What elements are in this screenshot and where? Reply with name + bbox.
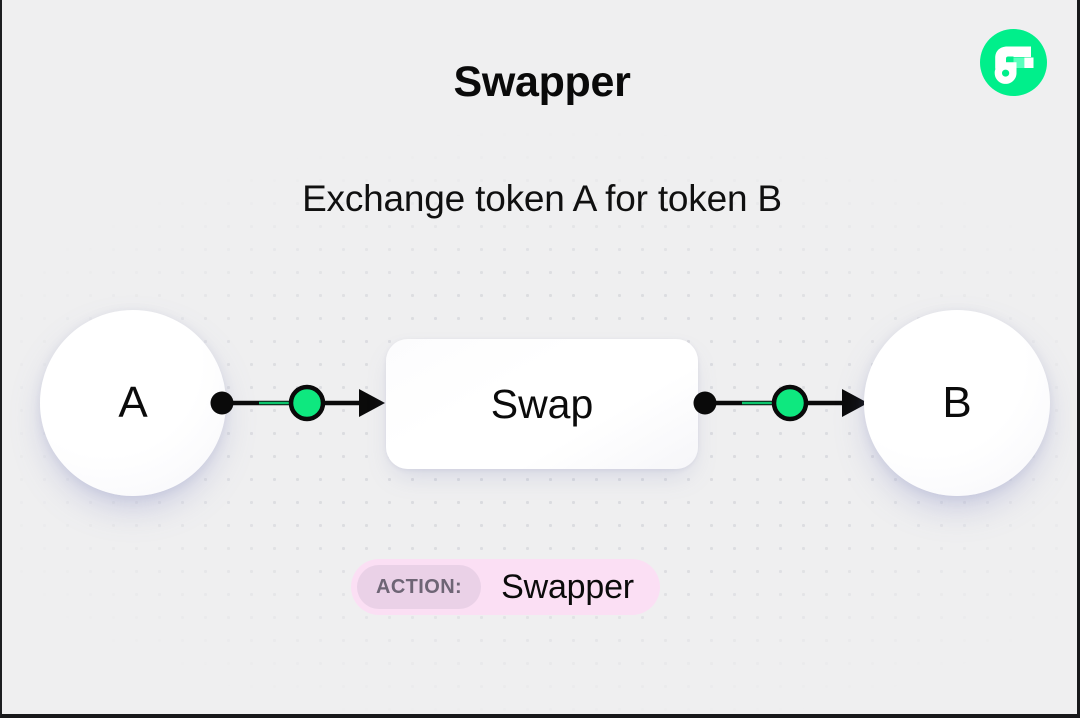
- node-token-b[interactable]: B: [864, 310, 1050, 496]
- action-badge: ACTION: Swapper: [351, 559, 660, 615]
- node-token-a-label: A: [118, 378, 148, 427]
- page-subtitle: Exchange token A for token B: [302, 178, 782, 219]
- node-token-a[interactable]: A: [40, 310, 226, 496]
- edge-midpoint-node[interactable]: [771, 384, 809, 422]
- edge-arrowhead-icon: [842, 389, 868, 417]
- edge-arrowhead-icon: [359, 389, 385, 417]
- node-swap-label: Swap: [490, 380, 594, 427]
- node-token-b-label: B: [942, 378, 972, 427]
- page-title: Swapper: [453, 58, 631, 106]
- action-label-chip: ACTION:: [357, 565, 482, 609]
- edge-midpoint-node[interactable]: [288, 384, 326, 422]
- edge-swap-to-token-b[interactable]: [690, 381, 870, 425]
- action-value: Swapper: [501, 567, 634, 606]
- edge-source-dot: [210, 391, 234, 415]
- edge-token-a-to-swap[interactable]: [207, 381, 387, 425]
- node-swap[interactable]: Swap: [386, 339, 698, 469]
- edge-source-dot: [693, 391, 717, 415]
- flow-logo-icon: [980, 29, 1047, 96]
